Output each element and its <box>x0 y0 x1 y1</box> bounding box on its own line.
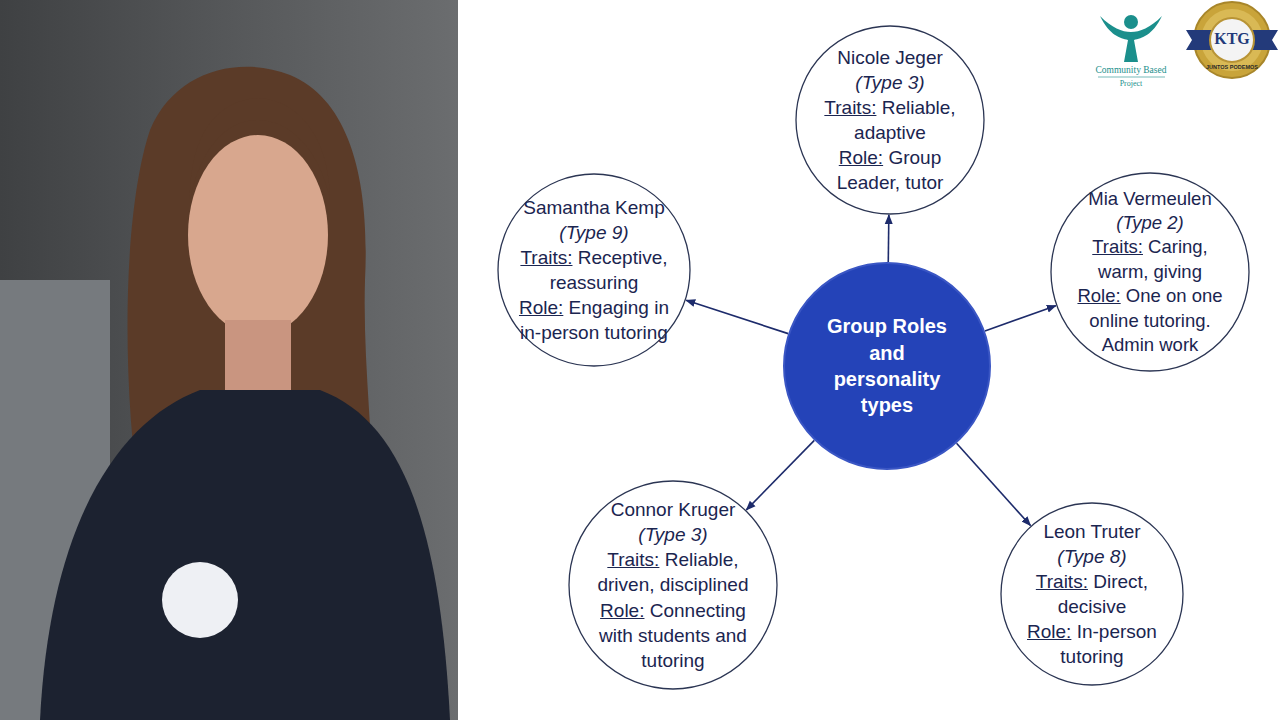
traits-key: Traits: <box>520 247 572 268</box>
circle-shape <box>498 174 690 366</box>
text-line: Traits: Receptive, reassuring <box>515 245 672 295</box>
circle-text: Connor Kruger (Type 3)Traits: Reliable, … <box>588 497 758 673</box>
seal-ribbon <box>1186 30 1278 50</box>
text-line: Role: In-person tutoring <box>1017 619 1166 669</box>
neck <box>225 320 291 390</box>
traits-key: Traits: <box>1092 236 1143 257</box>
circle-text: Leon Truter (Type 8)Traits: Direct, deci… <box>1017 519 1166 669</box>
circle-shape <box>796 26 984 214</box>
arrow-connector <box>887 215 889 262</box>
member-circle: Samantha Kemp (Type 9)Traits: Receptive,… <box>497 173 691 367</box>
arrow-connector <box>746 440 814 510</box>
text-line: Role: One on one online tutoring. Admin … <box>1069 284 1231 357</box>
text-line: Role: Engaging in in-person tutoring <box>515 295 672 345</box>
text-line: Nicole Jeger (Type 3) <box>813 45 967 95</box>
circle-shape <box>1051 173 1249 371</box>
photo-background <box>0 0 458 720</box>
member-circle: Nicole Jeger (Type 3)Traits: Reliable, a… <box>795 25 985 215</box>
arrow-connector <box>985 306 1056 331</box>
text-line: Role: Connecting with students and tutor… <box>588 598 758 673</box>
logo-text: Community Based <box>1096 65 1167 75</box>
logo-figure-body <box>1100 16 1162 62</box>
logo-figure-head <box>1124 15 1138 29</box>
text-line: Connor Kruger (Type 3) <box>588 497 758 547</box>
logo-rule <box>1098 77 1165 78</box>
member-name: Connor Kruger <box>611 499 736 520</box>
circle-text: Mia Vermeulen (Type 2)Traits: Caring, wa… <box>1069 187 1231 358</box>
text-line: Traits: Reliable, adaptive <box>813 95 967 145</box>
circle-shape <box>1001 503 1183 685</box>
text-line: Mia Vermeulen (Type 2) <box>1069 187 1231 236</box>
member-circle: Leon Truter (Type 8)Traits: Direct, deci… <box>1000 502 1184 686</box>
face <box>188 135 328 335</box>
logo-text: Project <box>1120 79 1143 88</box>
shirt <box>40 390 450 720</box>
role-text: In-person tutoring <box>1060 621 1157 667</box>
circle-outline <box>783 262 991 470</box>
hub-circle: Group Roles and personality types <box>783 262 991 470</box>
personality-type: (Type 2) <box>1116 212 1184 233</box>
circle-text: Nicole Jeger (Type 3)Traits: Reliable, a… <box>813 45 967 195</box>
role-key: Role: <box>600 600 644 621</box>
member-circle: Connor Kruger (Type 3)Traits: Reliable, … <box>568 480 778 690</box>
role-key: Role: <box>1077 285 1120 306</box>
text-line: Traits: Caring, warm, giving <box>1069 235 1231 284</box>
member-name: Nicole Jeger <box>837 47 943 68</box>
circle-shape <box>569 481 777 689</box>
text-line: Traits: Reliable, driven, disciplined <box>588 547 758 597</box>
traits-key: Traits: <box>1036 571 1088 592</box>
traits-key: Traits: <box>607 549 659 570</box>
role-key: Role: <box>839 147 883 168</box>
member-name: Leon Truter <box>1043 521 1140 542</box>
personality-type: (Type 3) <box>638 524 707 545</box>
role-key: Role: <box>519 297 563 318</box>
personality-type: (Type 3) <box>855 72 924 93</box>
arrow-connector <box>957 443 1031 525</box>
circle-text: Group Roles and personality types <box>818 313 955 419</box>
text-line: Role: Group Leader, tutor <box>813 145 967 195</box>
text-line: Samantha Kemp (Type 9) <box>515 195 672 245</box>
member-name: Samantha Kemp <box>523 197 665 218</box>
circle-text: Samantha Kemp (Type 9)Traits: Receptive,… <box>515 195 672 345</box>
text-line: Traits: Direct, decisive <box>1017 569 1166 619</box>
member-name: Mia Vermeulen <box>1088 188 1211 209</box>
arrow-connector <box>686 300 788 333</box>
member-circle: Mia Vermeulen (Type 2)Traits: Caring, wa… <box>1050 172 1250 372</box>
seal-inner-ring <box>1201 9 1263 71</box>
shirt-logo <box>162 562 238 638</box>
role-key: Role: <box>1027 621 1071 642</box>
logo-text: KTG <box>1214 30 1250 48</box>
seal-center <box>1210 18 1254 62</box>
personality-type: (Type 9) <box>559 222 628 243</box>
personality-type: (Type 8) <box>1057 546 1126 567</box>
circle-shape <box>784 263 990 469</box>
motto-text: JUNTOS PODEMOS <box>1206 64 1258 70</box>
hair-fringe <box>190 98 330 200</box>
text-line: Leon Truter (Type 8) <box>1017 519 1166 569</box>
hub-title: Group Roles and personality types <box>827 315 947 416</box>
traits-key: Traits: <box>824 97 876 118</box>
